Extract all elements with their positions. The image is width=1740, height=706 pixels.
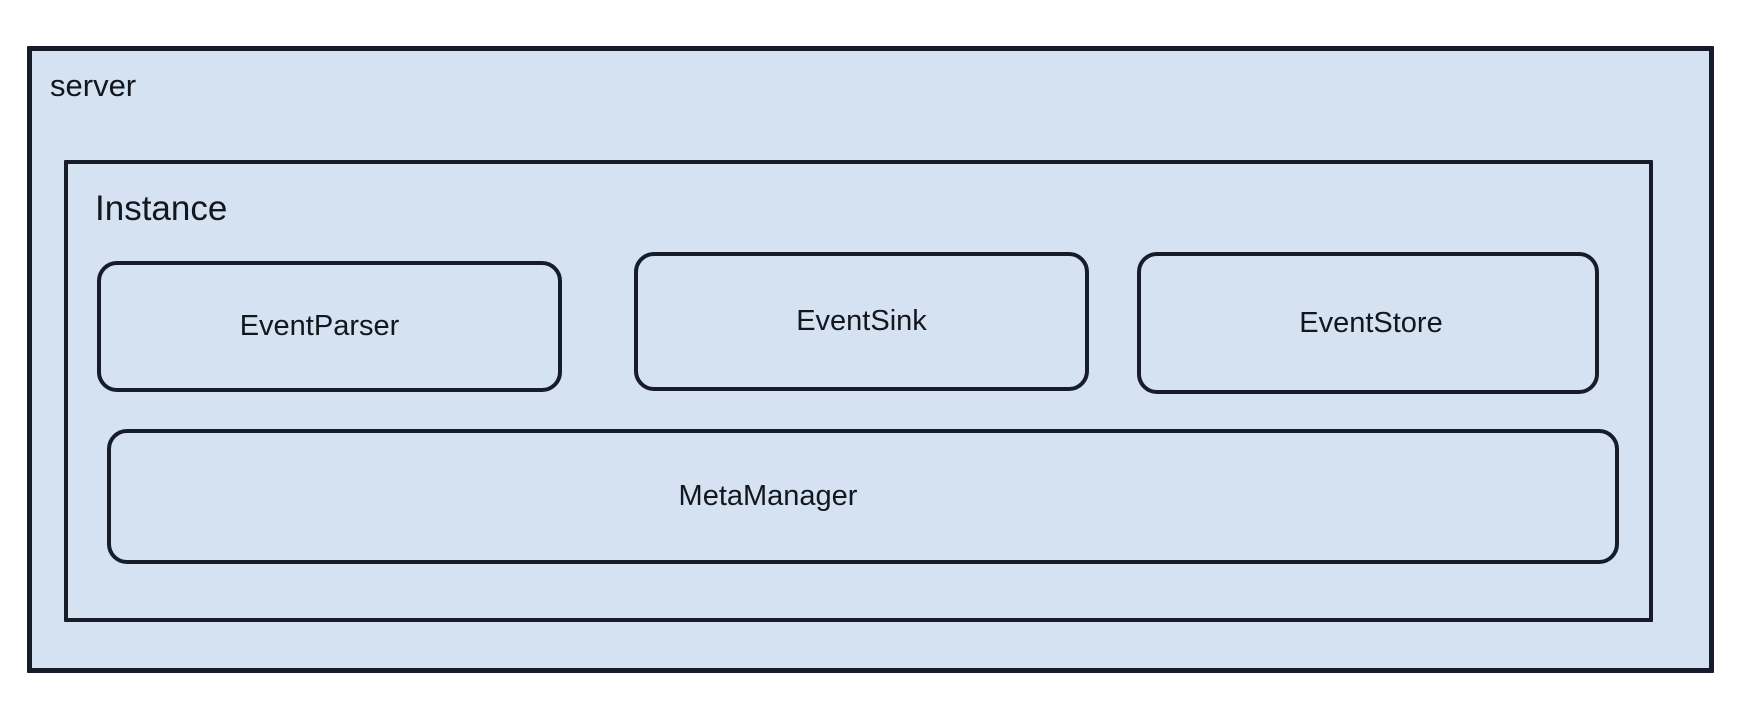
component-eventsink: EventSink	[634, 252, 1089, 391]
component-metamanager: MetaManager	[107, 429, 1619, 564]
instance-container-label: Instance	[95, 189, 228, 228]
component-eventstore-label: EventStore	[1299, 306, 1443, 339]
instance-container: Instance EventParser EventSink EventStor…	[64, 160, 1653, 622]
component-eventparser: EventParser	[97, 261, 562, 392]
component-eventsink-label: EventSink	[796, 305, 927, 337]
server-container-label: server	[50, 68, 137, 103]
component-eventparser-label: EventParser	[239, 310, 400, 342]
server-container: server Instance EventParser EventSink Ev…	[27, 46, 1714, 673]
component-metamanager-label: MetaManager	[678, 480, 858, 512]
component-eventstore: EventStore	[1137, 252, 1599, 394]
